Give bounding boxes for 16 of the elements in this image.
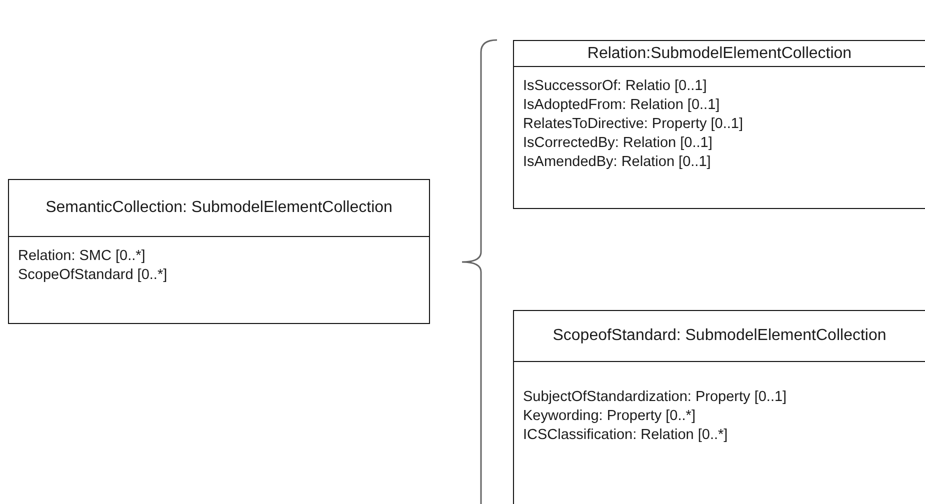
attribute-text: SubjectOfStandardization: Property [0..1]: [523, 388, 787, 407]
class-box: [513, 40, 925, 209]
class-box: [513, 310, 925, 504]
attribute-text: IsAmendedBy: Relation [0..1]: [523, 153, 711, 172]
class-name: SemanticCollection: SubmodelElementCollection: [44, 198, 394, 218]
attribute-text: IsCorrectedBy: Relation [0..1]: [523, 134, 712, 153]
attribute-text: RelatesToDirective: Property [0..1]: [523, 115, 744, 134]
attribute-text: Keywording: Property [0..*]: [523, 407, 696, 426]
attribute-text: IsAdoptedFrom: Relation [0..1]: [523, 96, 720, 115]
attribute-text: ICSClassification: Relation [0..*]: [523, 426, 728, 445]
class-name: ScopeofStandard: SubmodelElementCollection: [552, 326, 888, 346]
class-box: [8, 179, 430, 324]
attribute-text: IsSuccessorOf: Relatio [0..1]: [523, 77, 707, 96]
attribute-text: ScopeOfStandard [0..*]: [18, 266, 168, 285]
class-name: Relation:SubmodelElementCollection: [586, 44, 853, 64]
attribute-text: Relation: SMC [0..*]: [18, 247, 146, 266]
